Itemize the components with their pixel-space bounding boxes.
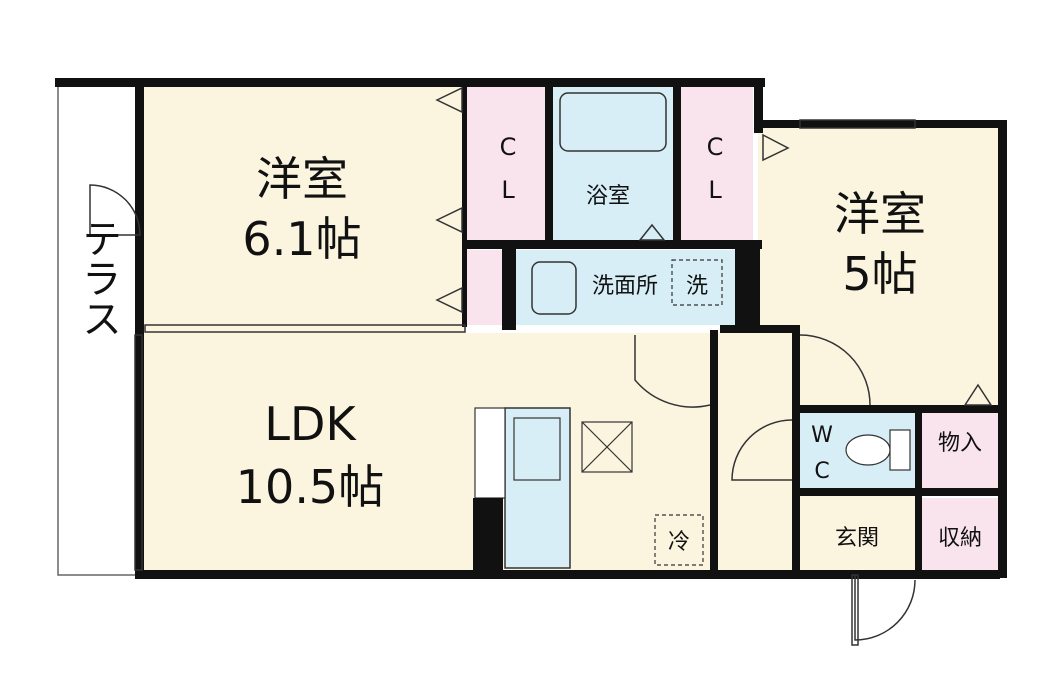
closet-small-area bbox=[465, 250, 505, 325]
toilet-bowl bbox=[845, 434, 891, 466]
closet-right-c: C bbox=[707, 133, 724, 161]
ldk-floor bbox=[140, 333, 720, 573]
bathtub bbox=[559, 92, 667, 152]
storage-area bbox=[920, 498, 998, 573]
closet-left-c: C bbox=[500, 133, 517, 161]
storage-small-label: 物入 bbox=[938, 431, 982, 456]
closet-left-area bbox=[465, 85, 550, 243]
ldk-size: 10.5帖 bbox=[236, 460, 384, 514]
wc-c: C bbox=[814, 459, 829, 484]
bathroom-label: 浴室 bbox=[586, 184, 630, 209]
western-room-6-1-floor bbox=[140, 85, 465, 333]
western-room-6-1-name: 洋室 bbox=[256, 152, 348, 206]
closet-left-l: L bbox=[501, 176, 515, 204]
washroom-label: 洗面所 bbox=[592, 274, 658, 299]
counter-side bbox=[474, 407, 506, 499]
fridge-space bbox=[654, 514, 704, 566]
kitchen-sink bbox=[513, 417, 561, 481]
range-hood bbox=[581, 421, 633, 473]
entrance-label: 玄関 bbox=[835, 526, 879, 551]
kitchen-counter bbox=[504, 407, 571, 569]
storage-label: 収納 bbox=[938, 526, 982, 551]
western-room-6-1-size: 6.1帖 bbox=[242, 212, 361, 266]
closet-right-l: L bbox=[708, 176, 722, 204]
terrace-label: テラス bbox=[75, 218, 121, 338]
western-room-5-name: 洋室 bbox=[834, 187, 926, 241]
closet-right-area bbox=[678, 85, 753, 243]
wash-basin bbox=[531, 261, 577, 315]
terrace-area bbox=[57, 84, 139, 576]
washer-label: 洗 bbox=[686, 274, 708, 299]
ldk-name: LDK bbox=[264, 397, 357, 451]
washer-space bbox=[671, 259, 723, 306]
wc-w: W bbox=[811, 423, 833, 448]
storage-small-area bbox=[920, 412, 998, 492]
fridge-label: 冷 bbox=[668, 530, 690, 555]
entrance-floor bbox=[800, 495, 920, 573]
toilet-tank bbox=[889, 429, 911, 471]
western-room-5-size: 5帖 bbox=[842, 247, 917, 301]
